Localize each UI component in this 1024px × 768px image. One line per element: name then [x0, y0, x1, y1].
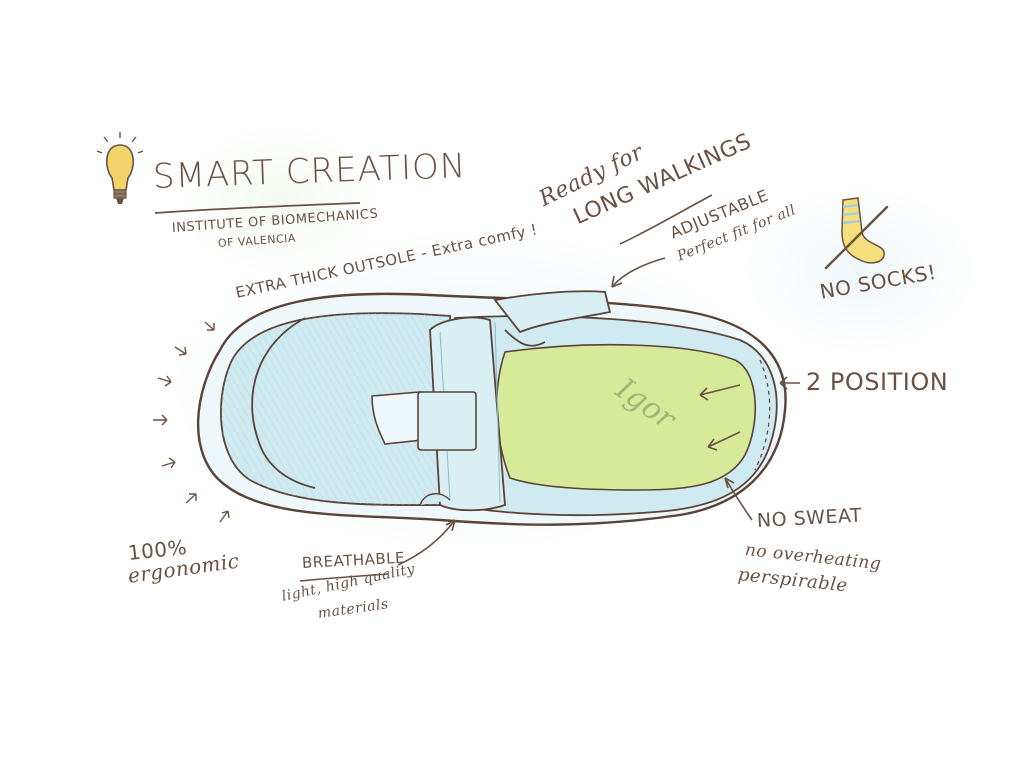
breathable-arrow: [398, 520, 455, 565]
adjustable-arrow: [612, 258, 665, 287]
title-smart-creation: SMART CREATION: [152, 149, 466, 194]
crossed-sock-icon: [826, 198, 887, 268]
no-sweat-title: NO SWEAT: [757, 507, 863, 531]
lightbulb-icon: [97, 132, 143, 204]
two-position-label: 2 POSITION: [806, 370, 948, 394]
shoe: Igor: [198, 291, 785, 524]
